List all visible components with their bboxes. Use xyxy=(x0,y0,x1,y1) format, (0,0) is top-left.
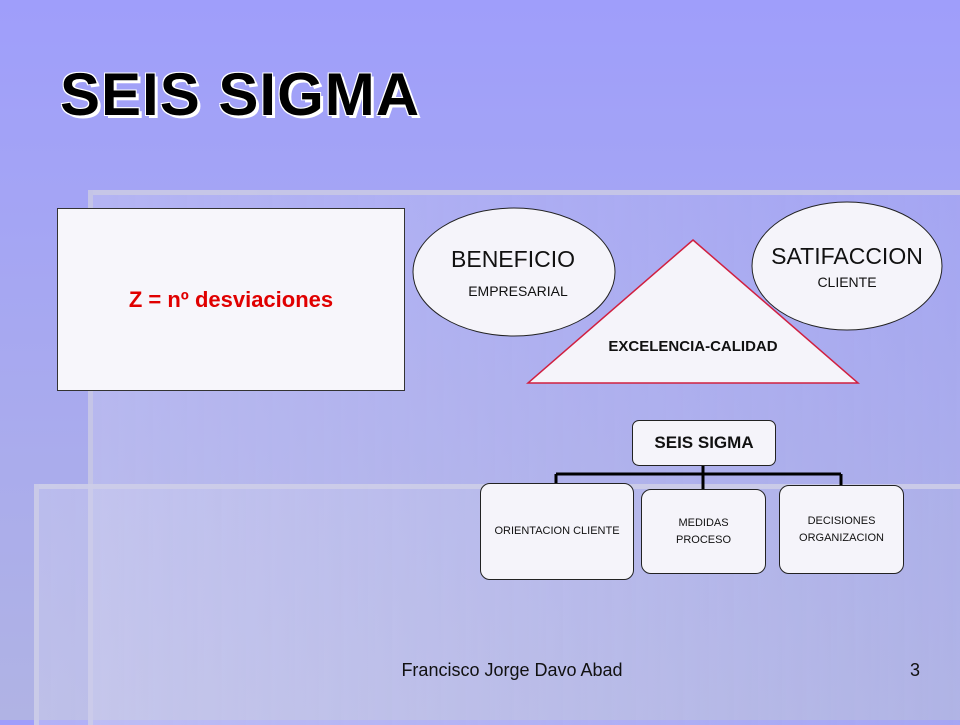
slide-title: SEIS SIGMA xyxy=(60,61,421,128)
org-child-line2: PROCESO xyxy=(675,533,731,546)
org-child-line1: DECISIONES xyxy=(807,515,876,527)
formula-box: Z = nº desviaciones xyxy=(57,208,405,391)
org-child-line1: ORIENTACION CLIENTE xyxy=(494,525,620,538)
excellence-triangle xyxy=(525,239,861,384)
satisfaccion-title: SATIFACCION xyxy=(771,243,923,269)
org-chart-child-medidas: MEDIDAS PROCESO xyxy=(641,489,766,574)
footer-author: Francisco Jorge Davo Abad xyxy=(401,660,623,680)
beneficio-subtitle: EMPRESARIAL xyxy=(468,283,568,299)
page-number: 3 xyxy=(909,660,920,680)
triangle-label: EXCELENCIA-CALIDAD xyxy=(608,338,778,355)
org-chart-child-orientacion: ORIENTACION CLIENTE xyxy=(480,483,634,580)
org-child-line1: MEDIDAS xyxy=(678,517,729,529)
formula-text: Z = nº desviaciones xyxy=(128,286,334,312)
org-child-line2: ORGANIZACION xyxy=(799,531,884,544)
org-chart-connectors xyxy=(554,464,843,490)
beneficio-ellipse xyxy=(412,207,616,337)
beneficio-title: BENEFICIO xyxy=(451,246,575,272)
org-chart-root: SEIS SIGMA xyxy=(632,420,776,466)
satisfaccion-ellipse xyxy=(751,201,943,331)
satisfaccion-subtitle: CLIENTE xyxy=(817,274,877,290)
org-chart-child-decisiones: DECISIONES ORGANIZACION xyxy=(779,485,904,574)
